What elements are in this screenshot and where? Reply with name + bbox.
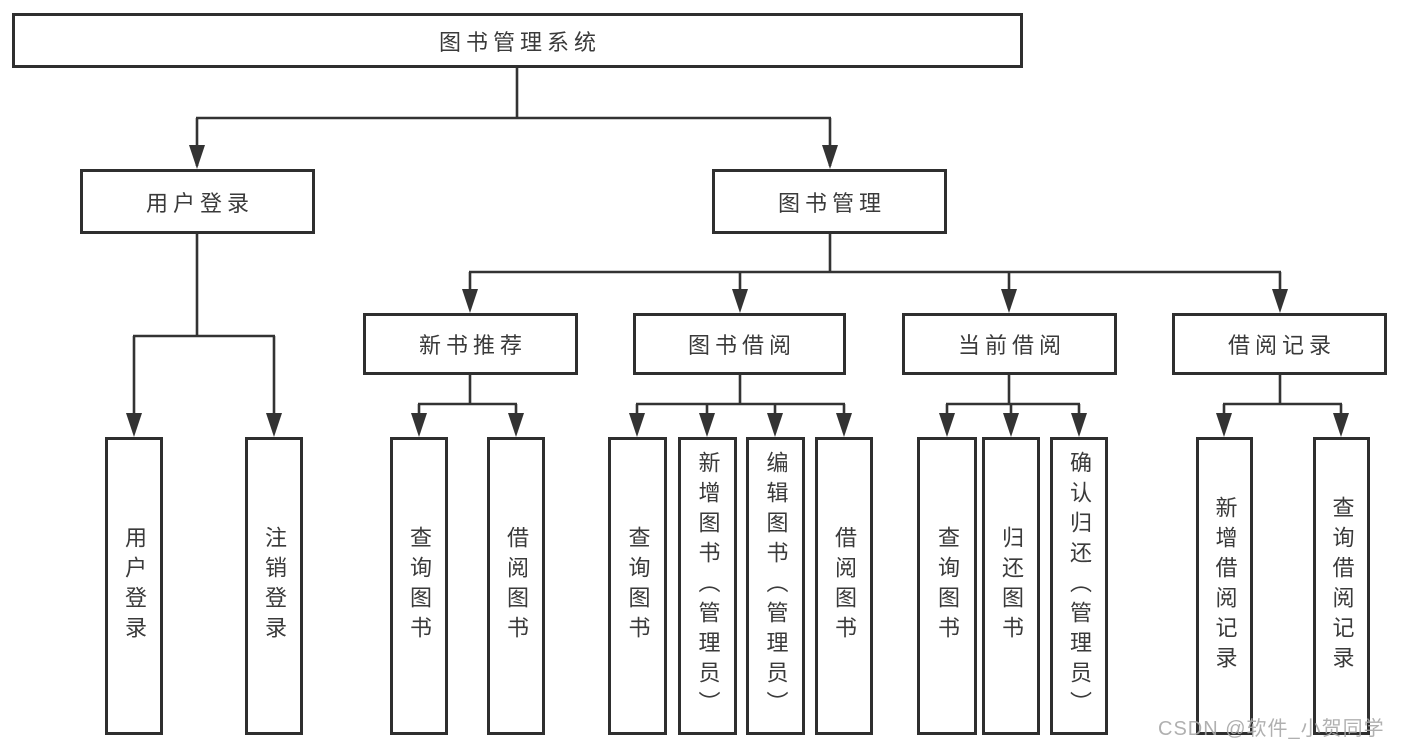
node-user-login-label: 用户登录 [145, 190, 254, 216]
leaf-borrow-books-recommend-label: 借阅图书 [504, 526, 529, 646]
leaf-borrow-books: 借阅图书 [815, 437, 873, 735]
leaf-add-book-admin-label: 新增图书（管理员） [695, 451, 721, 721]
leaf-add-borrow-record-label: 新增借阅记录 [1212, 496, 1238, 676]
leaf-query-books-recommend: 查询图书 [390, 437, 448, 735]
node-book-management-label: 图书管理 [777, 190, 886, 216]
leaf-query-borrow-record-label: 查询借阅记录 [1329, 496, 1355, 676]
leaf-query-books-current: 查询图书 [917, 437, 977, 735]
node-current-borrow-label: 当前借阅 [957, 333, 1066, 358]
node-new-book-recommend-label: 新书推荐 [418, 333, 527, 358]
node-new-book-recommend: 新书推荐 [363, 313, 578, 375]
leaf-user-login-label: 用户登录 [122, 526, 147, 646]
leaf-confirm-return-admin-label: 确认归还（管理员） [1067, 451, 1092, 721]
node-book-management: 图书管理 [712, 169, 947, 234]
leaf-confirm-return-admin: 确认归还（管理员） [1050, 437, 1108, 735]
leaf-query-books-recommend-label: 查询图书 [407, 526, 432, 646]
node-book-borrow: 图书借阅 [633, 313, 846, 375]
leaf-add-book-admin: 新增图书（管理员） [678, 437, 737, 735]
leaf-query-books-borrow-label: 查询图书 [625, 526, 651, 646]
leaf-query-borrow-record: 查询借阅记录 [1313, 437, 1370, 735]
leaf-logout: 注销登录 [245, 437, 303, 735]
leaf-query-books-current-label: 查询图书 [935, 526, 960, 646]
csdn-watermark: CSDN @软件_小贺同学 [1158, 718, 1385, 740]
node-root: 图书管理系统 [12, 13, 1023, 68]
node-borrow-records: 借阅记录 [1172, 313, 1387, 375]
leaf-edit-book-admin: 编辑图书（管理员） [746, 437, 805, 735]
leaf-borrow-books-label: 借阅图书 [832, 526, 857, 646]
node-book-borrow-label: 图书借阅 [687, 333, 796, 358]
leaf-borrow-books-recommend: 借阅图书 [487, 437, 545, 735]
node-root-label: 图书管理系统 [438, 29, 601, 55]
leaf-add-borrow-record: 新增借阅记录 [1196, 437, 1253, 735]
node-current-borrow: 当前借阅 [902, 313, 1117, 375]
leaf-edit-book-admin-label: 编辑图书（管理员） [763, 451, 789, 721]
leaf-query-books-borrow: 查询图书 [608, 437, 667, 735]
leaf-return-book: 归还图书 [982, 437, 1040, 735]
leaf-user-login: 用户登录 [105, 437, 163, 735]
node-borrow-records-label: 借阅记录 [1227, 333, 1336, 358]
leaf-return-book-label: 归还图书 [999, 526, 1024, 646]
node-user-login: 用户登录 [80, 169, 315, 234]
leaf-logout-label: 注销登录 [262, 526, 287, 646]
